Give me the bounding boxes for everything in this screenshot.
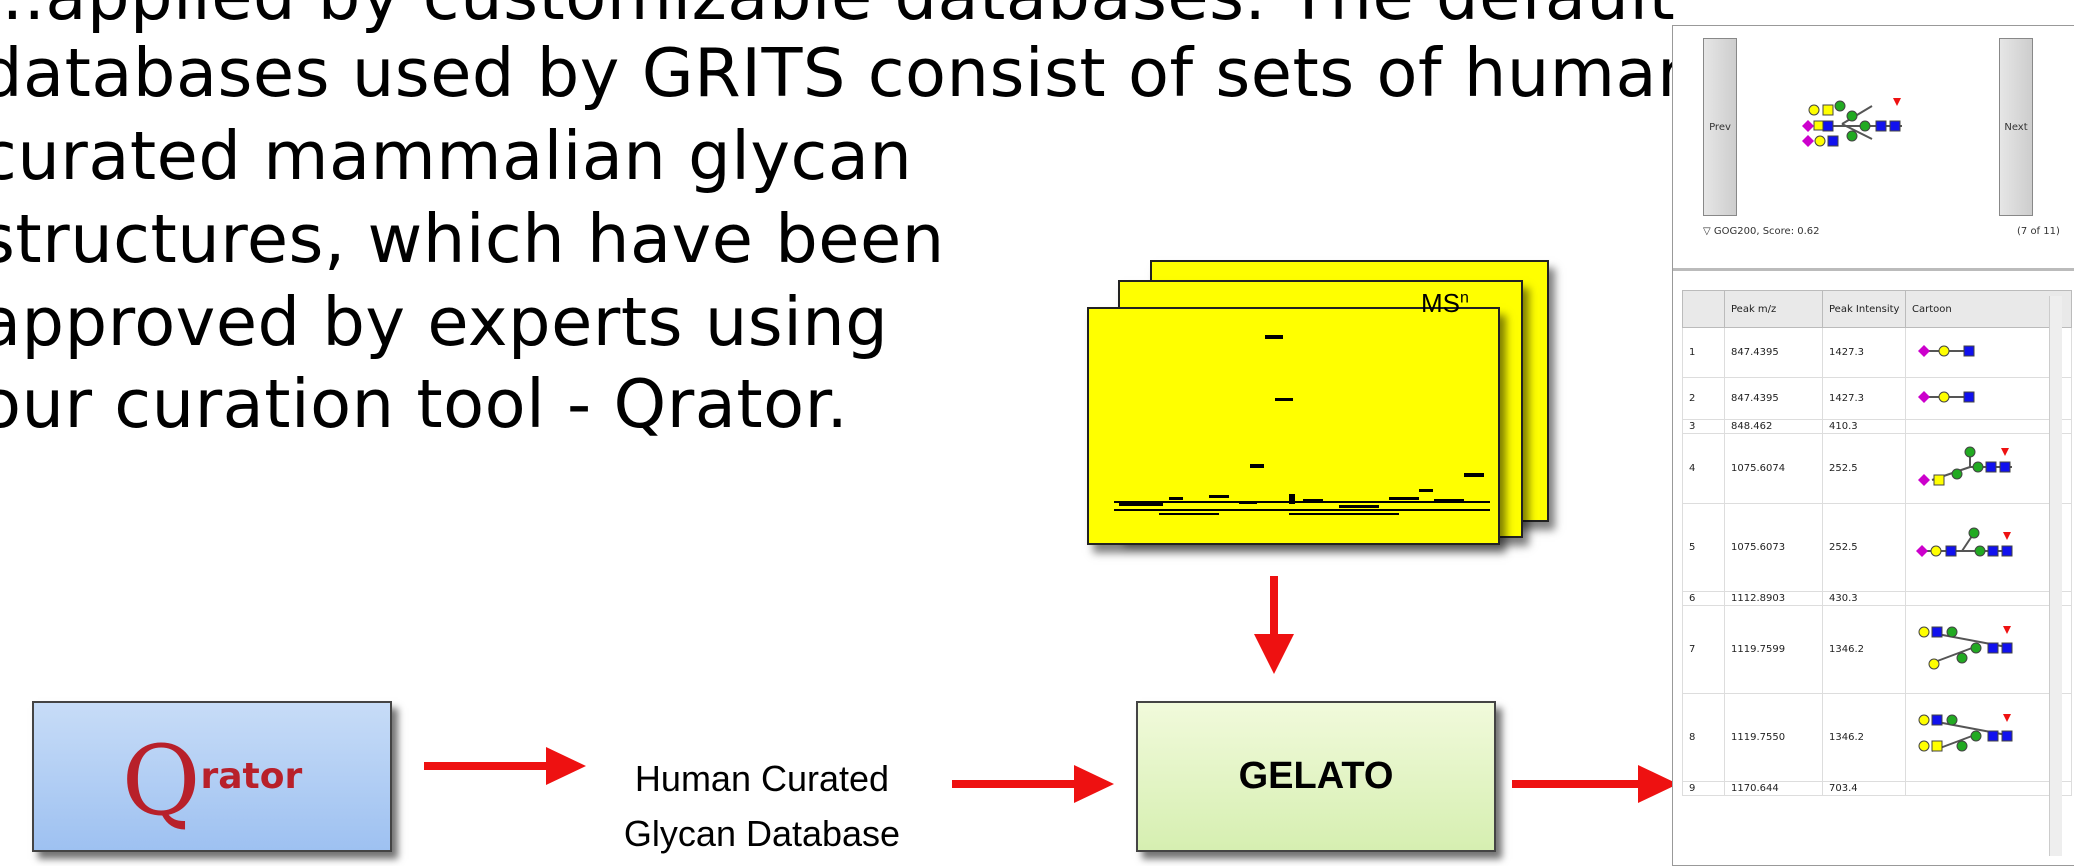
paragraph-line-6: our curation tool - Qrator. (0, 365, 849, 443)
row-index: 6 (1682, 591, 1725, 606)
glycan-cartoon (1918, 345, 1975, 357)
row-index: 2 (1682, 377, 1725, 420)
row-mz: 1119.7599 (1724, 605, 1823, 694)
spectrum-plot (1114, 335, 1490, 515)
row-mz: 1119.7550 (1724, 693, 1823, 782)
row-intensity: 252.5 (1822, 503, 1906, 592)
row-intensity: 1427.3 (1822, 327, 1906, 378)
row-mz: 1170.644 (1724, 781, 1823, 796)
row-index: 8 (1682, 693, 1725, 782)
row-index: 7 (1682, 605, 1725, 694)
row-intensity: 1346.2 (1822, 605, 1906, 694)
row-cartoon (1905, 419, 2072, 434)
glycan-cartoon (1802, 98, 1902, 147)
row-mz: 847.4395 (1724, 377, 1823, 420)
grits-results-panel: Prev Next ▽ GOG200, Score: 0.62 (7 of 11… (1672, 25, 2074, 866)
row-mz: 1112.8903 (1724, 591, 1823, 606)
arrow-database-to-gelato (952, 765, 1114, 803)
row-cartoon (1905, 327, 2072, 378)
glycan-cartoon (1916, 527, 2013, 557)
row-mz: 1075.6074 (1724, 433, 1823, 504)
spectrum-folder-front (1087, 307, 1500, 545)
row-cartoon (1905, 781, 2072, 796)
row-cartoon (1905, 693, 2072, 782)
row-cartoon (1905, 591, 2072, 606)
arrow-gelato-to-grits (1512, 765, 1678, 803)
arrow-qrator-to-database (424, 747, 586, 785)
prev-button[interactable]: Prev (1703, 38, 1737, 216)
next-button[interactable]: Next (1999, 38, 2033, 216)
col-cartoon[interactable]: Cartoon (1905, 290, 2072, 328)
match-counter: (7 of 11) (2017, 226, 2060, 237)
row-index: 1 (1682, 327, 1725, 378)
col-peak-intensity[interactable]: Peak Intensity (1822, 290, 1906, 328)
row-intensity: 703.4 (1822, 781, 1906, 796)
glycan-cartoon (1918, 626, 2013, 670)
gelato-box: GELATO (1136, 701, 1496, 852)
row-mz: 848.462 (1724, 419, 1823, 434)
row-cartoon (1905, 605, 2072, 694)
row-cartoon (1905, 433, 2072, 504)
gelato-label: GELATO (1238, 755, 1394, 797)
col-peak-mz[interactable]: Peak m/z (1724, 290, 1823, 328)
glycan-cartoon (1918, 714, 2013, 752)
row-cartoon (1905, 377, 2072, 420)
row-index: 9 (1682, 781, 1725, 796)
arrow-spectra-to-gelato (1254, 576, 1294, 674)
row-intensity: 1346.2 (1822, 693, 1906, 782)
row-index: 3 (1682, 419, 1725, 434)
paragraph-line-2: databases used by GRITS consist of sets … (0, 34, 1701, 112)
row-intensity: 430.3 (1822, 591, 1906, 606)
row-mz: 1075.6073 (1724, 503, 1823, 592)
panel-divider[interactable] (1673, 268, 2074, 271)
row-index: 5 (1682, 503, 1725, 592)
row-intensity: 252.5 (1822, 433, 1906, 504)
database-label: Human Curated Glycan Database (592, 751, 932, 861)
paragraph-line-1: ...applied by customizable databases. Th… (0, 0, 1675, 40)
col-index[interactable] (1682, 290, 1725, 328)
paragraph-line-3: curated mammalian glycan (0, 117, 913, 195)
peak-table-header: Peak m/z Peak Intensity Cartoon (1682, 290, 2072, 328)
database-label-line-2: Glycan Database (623, 813, 901, 854)
row-index: 4 (1682, 433, 1725, 504)
glycan-cartoon (1918, 391, 1975, 403)
row-intensity: 1427.3 (1822, 377, 1906, 420)
qrator-logo-q: Q (121, 724, 201, 837)
database-label-line-1: Human Curated (634, 758, 890, 799)
table-scrollbar[interactable] (2049, 296, 2062, 856)
qrator-logo-text: rator (200, 756, 303, 797)
row-cartoon (1905, 503, 2072, 592)
match-score: ▽ GOG200, Score: 0.62 (1703, 226, 1820, 237)
glycan-cartoon (1918, 446, 2012, 486)
row-mz: 847.4395 (1724, 327, 1823, 378)
row-intensity: 410.3 (1822, 419, 1906, 434)
glycan-preview (1752, 44, 1984, 208)
msn-label: MSn (1421, 288, 1469, 318)
paragraph-line-4: structures, which have been (0, 200, 945, 278)
paragraph-line-5: approved by experts using (0, 283, 889, 361)
